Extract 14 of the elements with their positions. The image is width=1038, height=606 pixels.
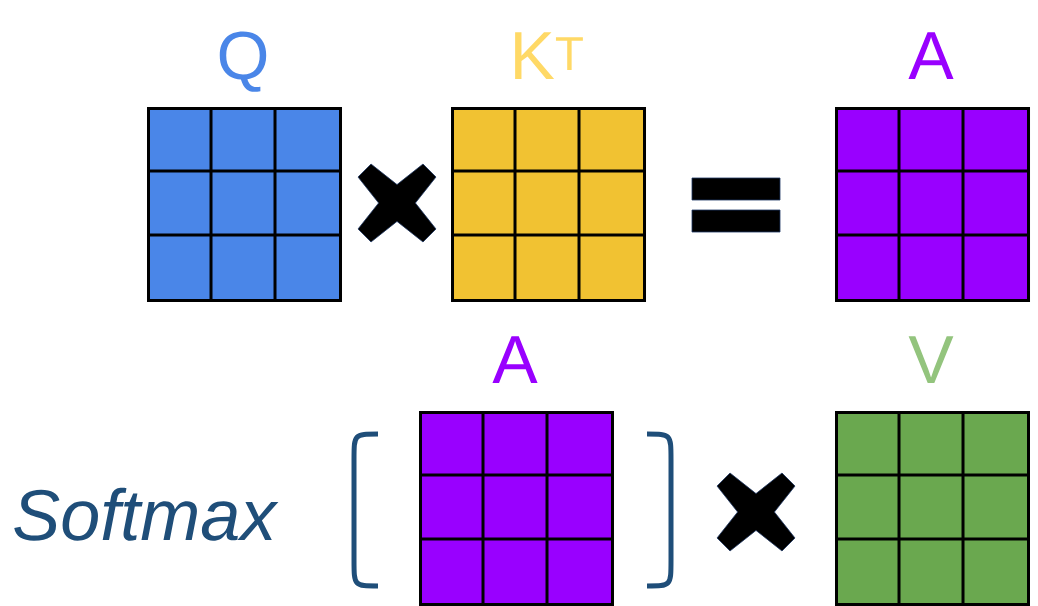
function-name: Softmax: [14, 487, 279, 541]
node-label: K$^{T}$: [515, 32, 583, 79]
matrix: V: [835, 336, 1030, 606]
matrix: A: [419, 336, 614, 606]
node-label: A: [492, 336, 538, 384]
times-sign: [357, 163, 437, 243]
node-label: Q: [219, 31, 267, 92]
node-label: V: [908, 336, 954, 384]
matrix: Q: [147, 31, 342, 302]
equals-sign: [691, 177, 781, 233]
matrix: A: [835, 32, 1030, 302]
times-sign: [716, 472, 796, 552]
matrix: K$^{T}$: [451, 32, 646, 302]
node-label: A: [908, 32, 954, 79]
